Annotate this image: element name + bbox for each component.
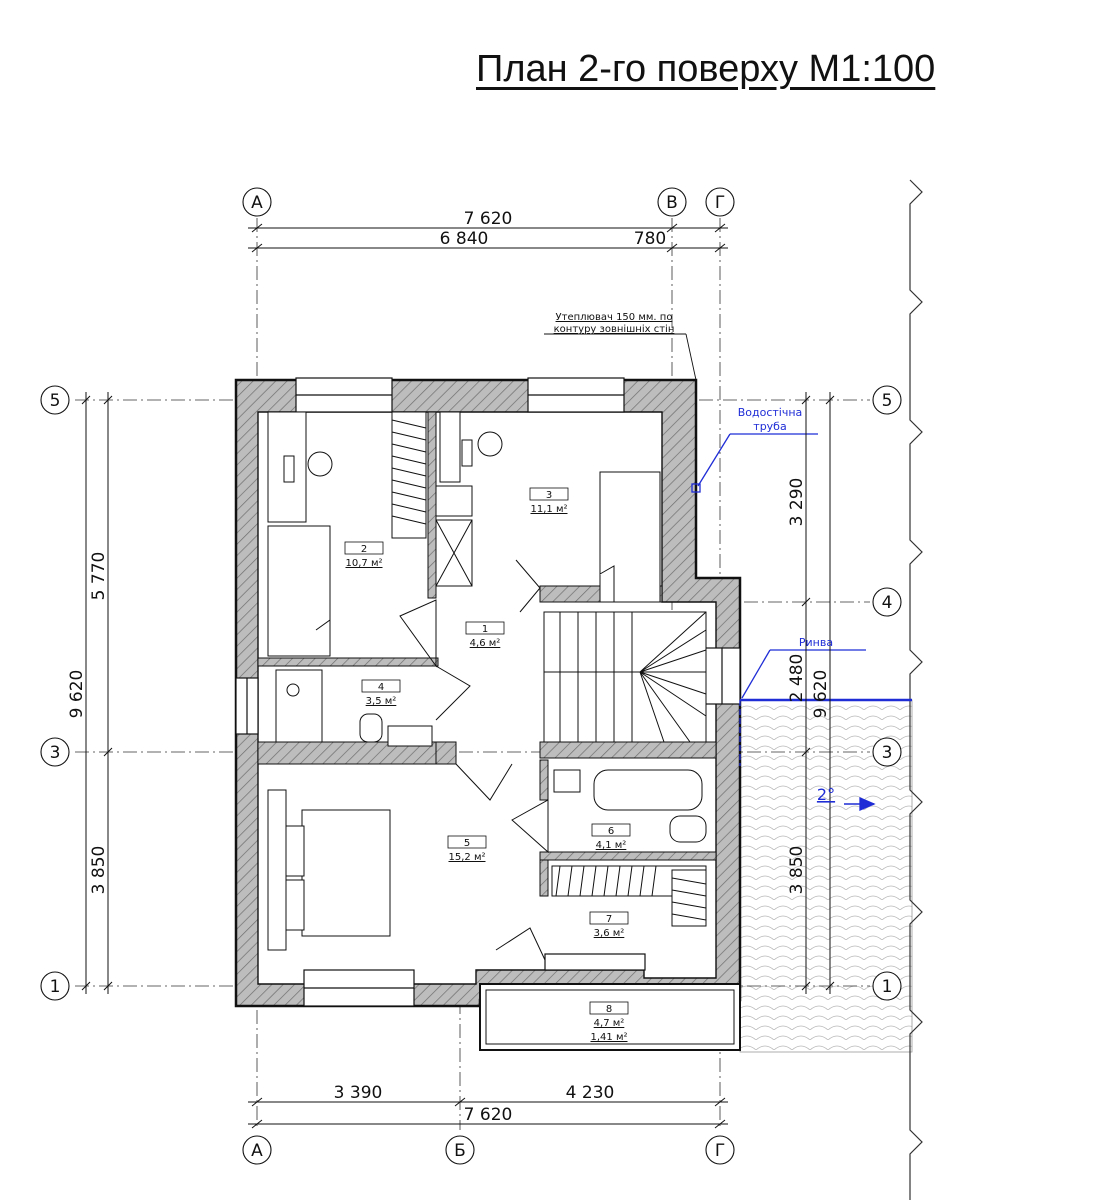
room-number: 5 xyxy=(464,838,470,849)
room-area: 10,7 м² xyxy=(346,558,383,569)
room-number: 1 xyxy=(482,624,488,635)
dim-right-total: 9 620 xyxy=(811,670,831,719)
axis-label-5-right: 5 xyxy=(882,391,893,411)
axis-label-1-right: 1 xyxy=(882,977,893,997)
room-7-label: 7 3,6 м² xyxy=(589,911,629,939)
room-area: 4,6 м² xyxy=(470,638,501,649)
axis-label-5-left: 5 xyxy=(50,391,61,411)
axis-label-3-left: 3 xyxy=(50,743,61,763)
axis-label-g-bottom: Г xyxy=(715,1141,725,1161)
break-line xyxy=(909,179,923,1200)
doors xyxy=(399,559,549,961)
room-number: 2 xyxy=(361,544,367,555)
room-4-label: 4 3,5 м² xyxy=(361,679,401,707)
drainage-annotations xyxy=(691,433,912,811)
insulation-note-line1: Утеплювач 150 мм. по xyxy=(556,312,673,323)
balcony xyxy=(479,983,741,1051)
room-number: 4 xyxy=(378,682,384,693)
staircase xyxy=(543,611,707,743)
insulation-note-line2: контуру зовнішніх стін xyxy=(554,323,675,335)
dim-bottom-right: 4 230 xyxy=(566,1083,615,1103)
room-number: 3 xyxy=(546,490,552,501)
room-area: 3,5 м² xyxy=(366,696,397,707)
room-number: 8 xyxy=(606,1004,612,1015)
axis-label-a-bottom: А xyxy=(251,1141,263,1161)
axis-label-a-top: А xyxy=(251,193,263,213)
room-area: 15,2 м² xyxy=(449,852,486,863)
room-3-label: 3 11,1 м² xyxy=(529,487,569,515)
axis-label-4-right: 4 xyxy=(882,593,893,613)
dim-left-upper: 5 770 xyxy=(89,552,109,601)
room-area: 4,7 м² xyxy=(594,1018,625,1029)
axis-label-1-left: 1 xyxy=(50,977,61,997)
room-area: 3,6 м² xyxy=(594,928,625,939)
room-1-label: 1 4,6 м² xyxy=(465,621,505,649)
axis-label-v: В xyxy=(666,193,678,213)
gutter-note: Ринва xyxy=(799,636,833,649)
axis-label-3-right: 3 xyxy=(882,743,893,763)
downpipe-note-line2: труба xyxy=(753,420,786,433)
roof-slope: 2° xyxy=(817,785,835,804)
dim-top-right: 780 xyxy=(634,229,666,249)
wardrobes xyxy=(391,411,707,927)
dim-bottom-total: 7 620 xyxy=(464,1105,513,1125)
axis-label-g-top: Г xyxy=(715,193,725,213)
dim-right-mid: 2 480 xyxy=(787,654,807,703)
room-6-label: 6 4,1 м² xyxy=(591,823,631,851)
axis-markers xyxy=(40,187,902,1165)
dimension-lines xyxy=(81,223,835,1129)
room-area: 11,1 м² xyxy=(531,504,568,515)
axis-label-b: Б xyxy=(454,1141,466,1161)
room-number: 7 xyxy=(606,914,612,925)
furniture xyxy=(267,411,707,951)
dim-bottom-left: 3 390 xyxy=(334,1083,383,1103)
room-area: 4,1 м² xyxy=(596,840,627,851)
room-8-label: 8 4,7 м² 1,41 м² xyxy=(589,1001,629,1043)
dim-top-left: 6 840 xyxy=(440,229,489,249)
plan-title: План 2-го поверху М1:100 xyxy=(476,48,936,90)
downpipe-note-line1: Водостічна xyxy=(738,406,803,419)
dim-right-lower: 3 850 xyxy=(787,846,807,895)
room-area-secondary: 1,41 м² xyxy=(591,1032,628,1043)
dim-left-lower: 3 850 xyxy=(89,846,109,895)
room-number: 6 xyxy=(608,826,614,837)
dim-left-total: 9 620 xyxy=(67,670,87,719)
room-5-label: 5 15,2 м² xyxy=(447,835,487,863)
room-2-label: 2 10,7 м² xyxy=(344,541,384,569)
dim-top-total: 7 620 xyxy=(464,209,513,229)
windows xyxy=(235,377,741,1007)
dim-right-upper: 3 290 xyxy=(787,478,807,527)
room-labels: 1 4,6 м² 2 10,7 м² 3 11,1 м² 4 3,5 м² 5 … xyxy=(344,487,631,1043)
